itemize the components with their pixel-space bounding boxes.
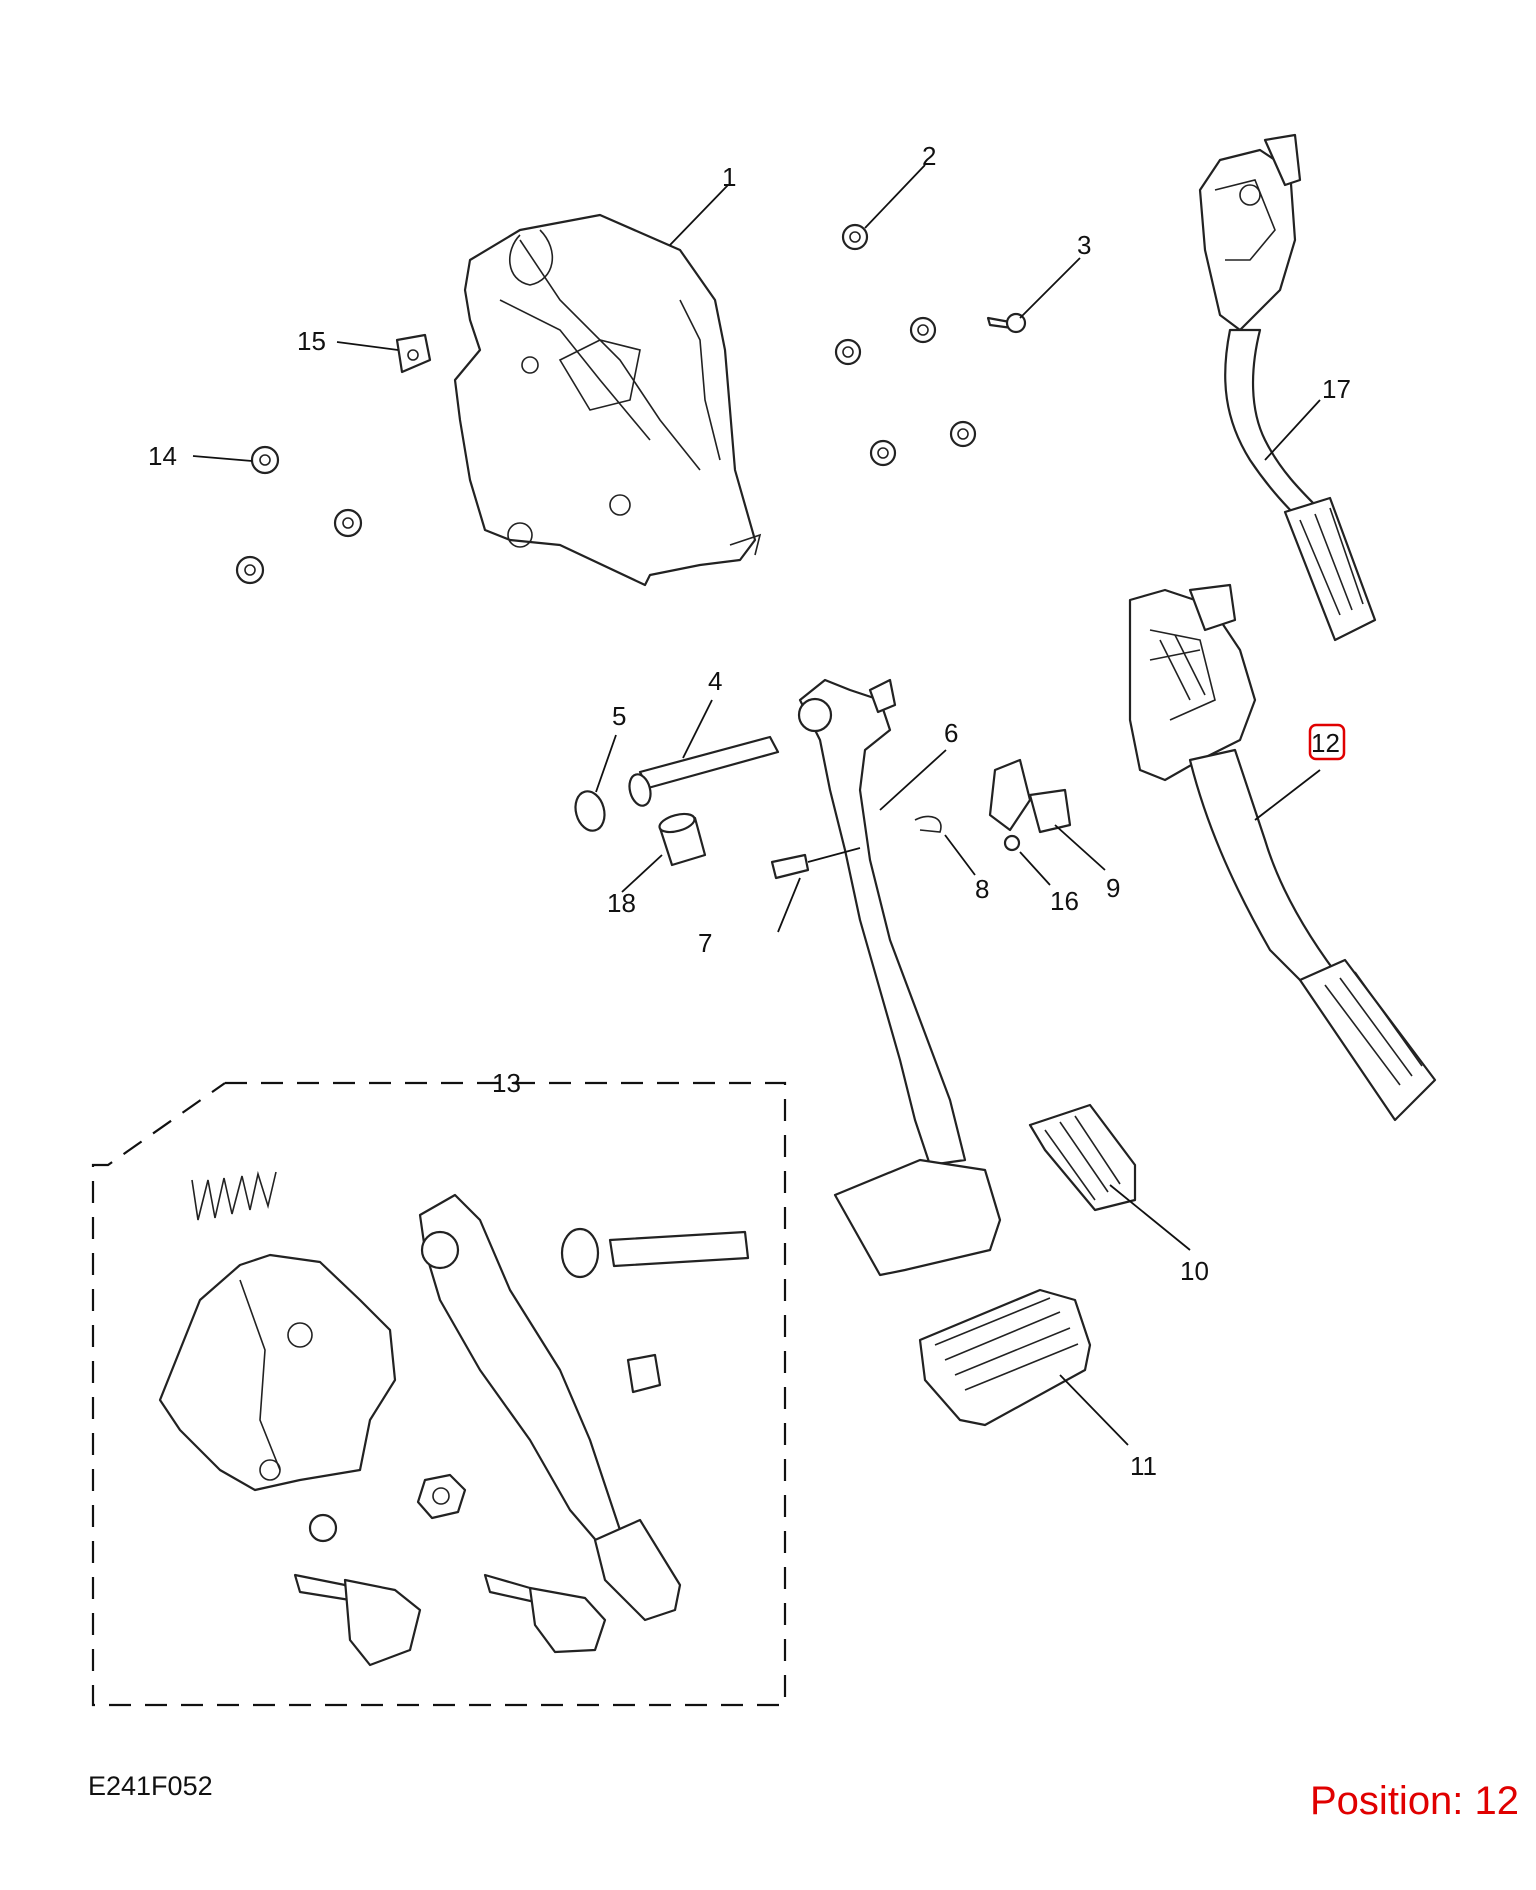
callout-5[interactable]: 5 [612, 701, 626, 731]
callout-9[interactable]: 9 [1106, 873, 1120, 903]
clip-15[interactable] [395, 333, 432, 374]
nut[interactable] [869, 439, 897, 467]
drawing-code: E241F052 [88, 1771, 213, 1801]
clip-8[interactable] [914, 815, 942, 833]
nut[interactable] [834, 338, 862, 366]
callout-4[interactable]: 4 [708, 666, 722, 696]
callout-1[interactable]: 1 [722, 162, 736, 192]
bush-18[interactable] [658, 811, 707, 867]
accelerator-pedal-17[interactable] [1198, 133, 1377, 642]
nut[interactable] [333, 508, 363, 538]
callout-10[interactable]: 10 [1180, 1256, 1209, 1286]
callouts: 1 2 3 4 5 6 7 8 9 10 11 12 13 14 15 16 1… [148, 141, 1351, 1481]
nut[interactable] [949, 420, 977, 448]
position-highlight [1308, 723, 1346, 761]
pin-7[interactable] [770, 847, 861, 880]
screw-16[interactable] [1003, 834, 1021, 852]
pedal-pad-10[interactable] [1028, 1103, 1137, 1212]
callout-8[interactable]: 8 [975, 874, 989, 904]
kit-13[interactable] [91, 1081, 787, 1707]
bush-5[interactable] [571, 772, 653, 834]
pedal-pad-11[interactable] [918, 1288, 1092, 1427]
callout-18[interactable]: 18 [607, 888, 636, 918]
accelerator-pedal-12[interactable] [1128, 583, 1437, 1122]
callout-12[interactable]: 12 [1311, 728, 1340, 758]
callout-14[interactable]: 14 [148, 441, 177, 471]
pivot-shaft-4[interactable] [638, 735, 780, 790]
switch-9[interactable] [988, 758, 1072, 834]
brake-pedal-6[interactable] [797, 678, 1002, 1277]
callout-15[interactable]: 15 [297, 326, 326, 356]
bolt-3[interactable] [986, 312, 1027, 334]
nut[interactable] [235, 555, 265, 585]
callout-6[interactable]: 6 [944, 718, 958, 748]
callout-7[interactable]: 7 [698, 928, 712, 958]
callout-13[interactable]: 13 [492, 1068, 521, 1098]
callout-11[interactable]: 11 [1130, 1451, 1157, 1481]
callout-16[interactable]: 16 [1050, 886, 1079, 916]
leader-lines [192, 164, 1321, 1446]
callout-2[interactable]: 2 [922, 141, 936, 171]
nut-2[interactable] [841, 223, 869, 251]
callout-3[interactable]: 3 [1077, 230, 1091, 260]
callout-17[interactable]: 17 [1322, 374, 1351, 404]
position-label: Position: 12 [1310, 1779, 1519, 1823]
nut[interactable] [909, 316, 937, 344]
nut-14[interactable] [250, 445, 280, 475]
pedal-box-bracket[interactable] [453, 213, 762, 587]
